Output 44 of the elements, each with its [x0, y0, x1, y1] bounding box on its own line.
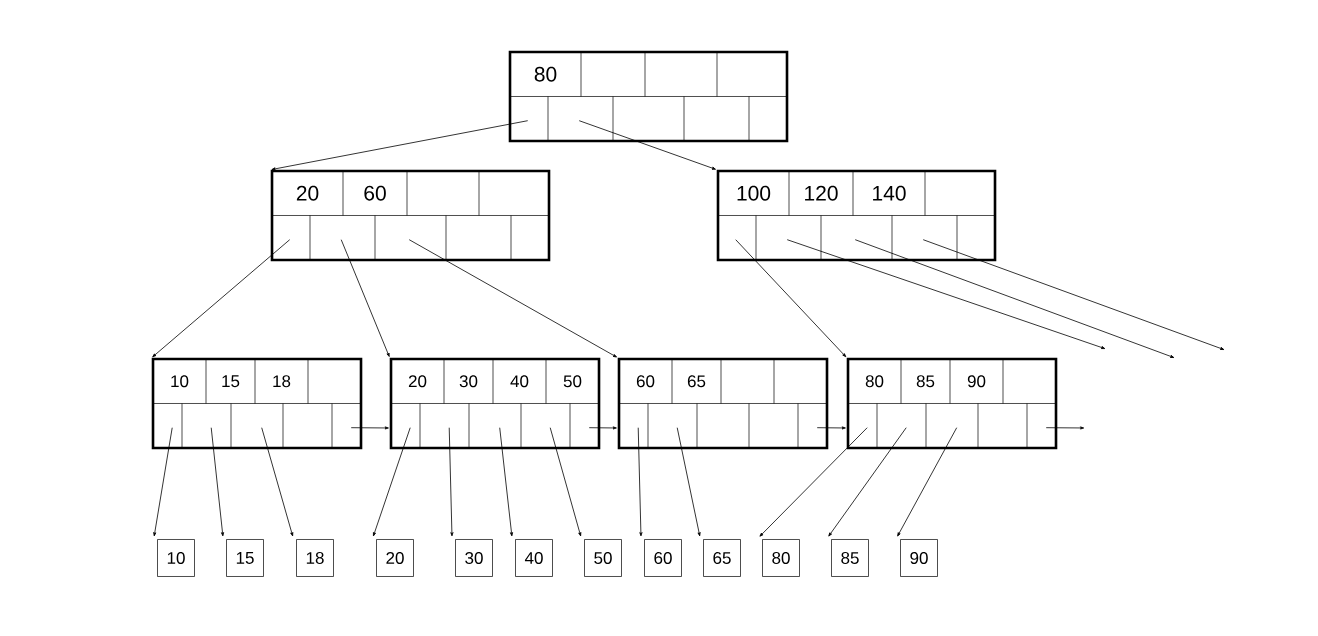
record-box: 85 — [831, 539, 869, 577]
arrow — [210, 427, 225, 537]
record-box: 18 — [296, 539, 334, 577]
tree-node: 10 15 18 — [151, 357, 363, 450]
arrow — [373, 427, 411, 537]
arrow — [578, 120, 716, 170]
arrow — [676, 427, 701, 537]
arrow — [816, 426, 846, 430]
arrow — [408, 239, 617, 358]
record-box: 50 — [584, 539, 622, 577]
record-box: 10 — [157, 539, 195, 577]
record-box: 30 — [455, 539, 493, 577]
tree-node: 80 85 90 — [846, 357, 1058, 450]
record-box: 40 — [515, 539, 553, 577]
record-box: 80 — [762, 539, 800, 577]
tree-node: 60 65 — [617, 357, 829, 450]
record-box: 20 — [376, 539, 414, 577]
tree-node: 20 60 — [270, 169, 551, 262]
arrow — [350, 426, 389, 430]
arrow — [1045, 426, 1085, 430]
arrow — [271, 120, 529, 171]
arrow — [448, 427, 454, 537]
arrow — [922, 239, 1225, 350]
arrow — [153, 427, 173, 537]
tree-node: 20 30 40 50 — [389, 357, 601, 450]
arrow — [897, 427, 958, 537]
arrow — [261, 427, 294, 537]
arrow — [828, 427, 907, 537]
record-box: 65 — [703, 539, 741, 577]
tree-node: 100 120 140 — [716, 169, 997, 262]
arrow — [340, 239, 390, 357]
arrow — [588, 426, 617, 430]
arrow — [637, 427, 643, 537]
arrow — [786, 239, 1106, 349]
record-box: 15 — [226, 539, 264, 577]
arrow — [759, 427, 868, 537]
arrow — [152, 239, 291, 358]
arrow — [549, 427, 582, 537]
record-box: 90 — [900, 539, 938, 577]
arrow — [854, 239, 1175, 358]
record-box: 60 — [644, 539, 682, 577]
arrow — [735, 239, 847, 358]
arrow — [499, 427, 513, 537]
tree-node: 80 — [508, 50, 789, 143]
